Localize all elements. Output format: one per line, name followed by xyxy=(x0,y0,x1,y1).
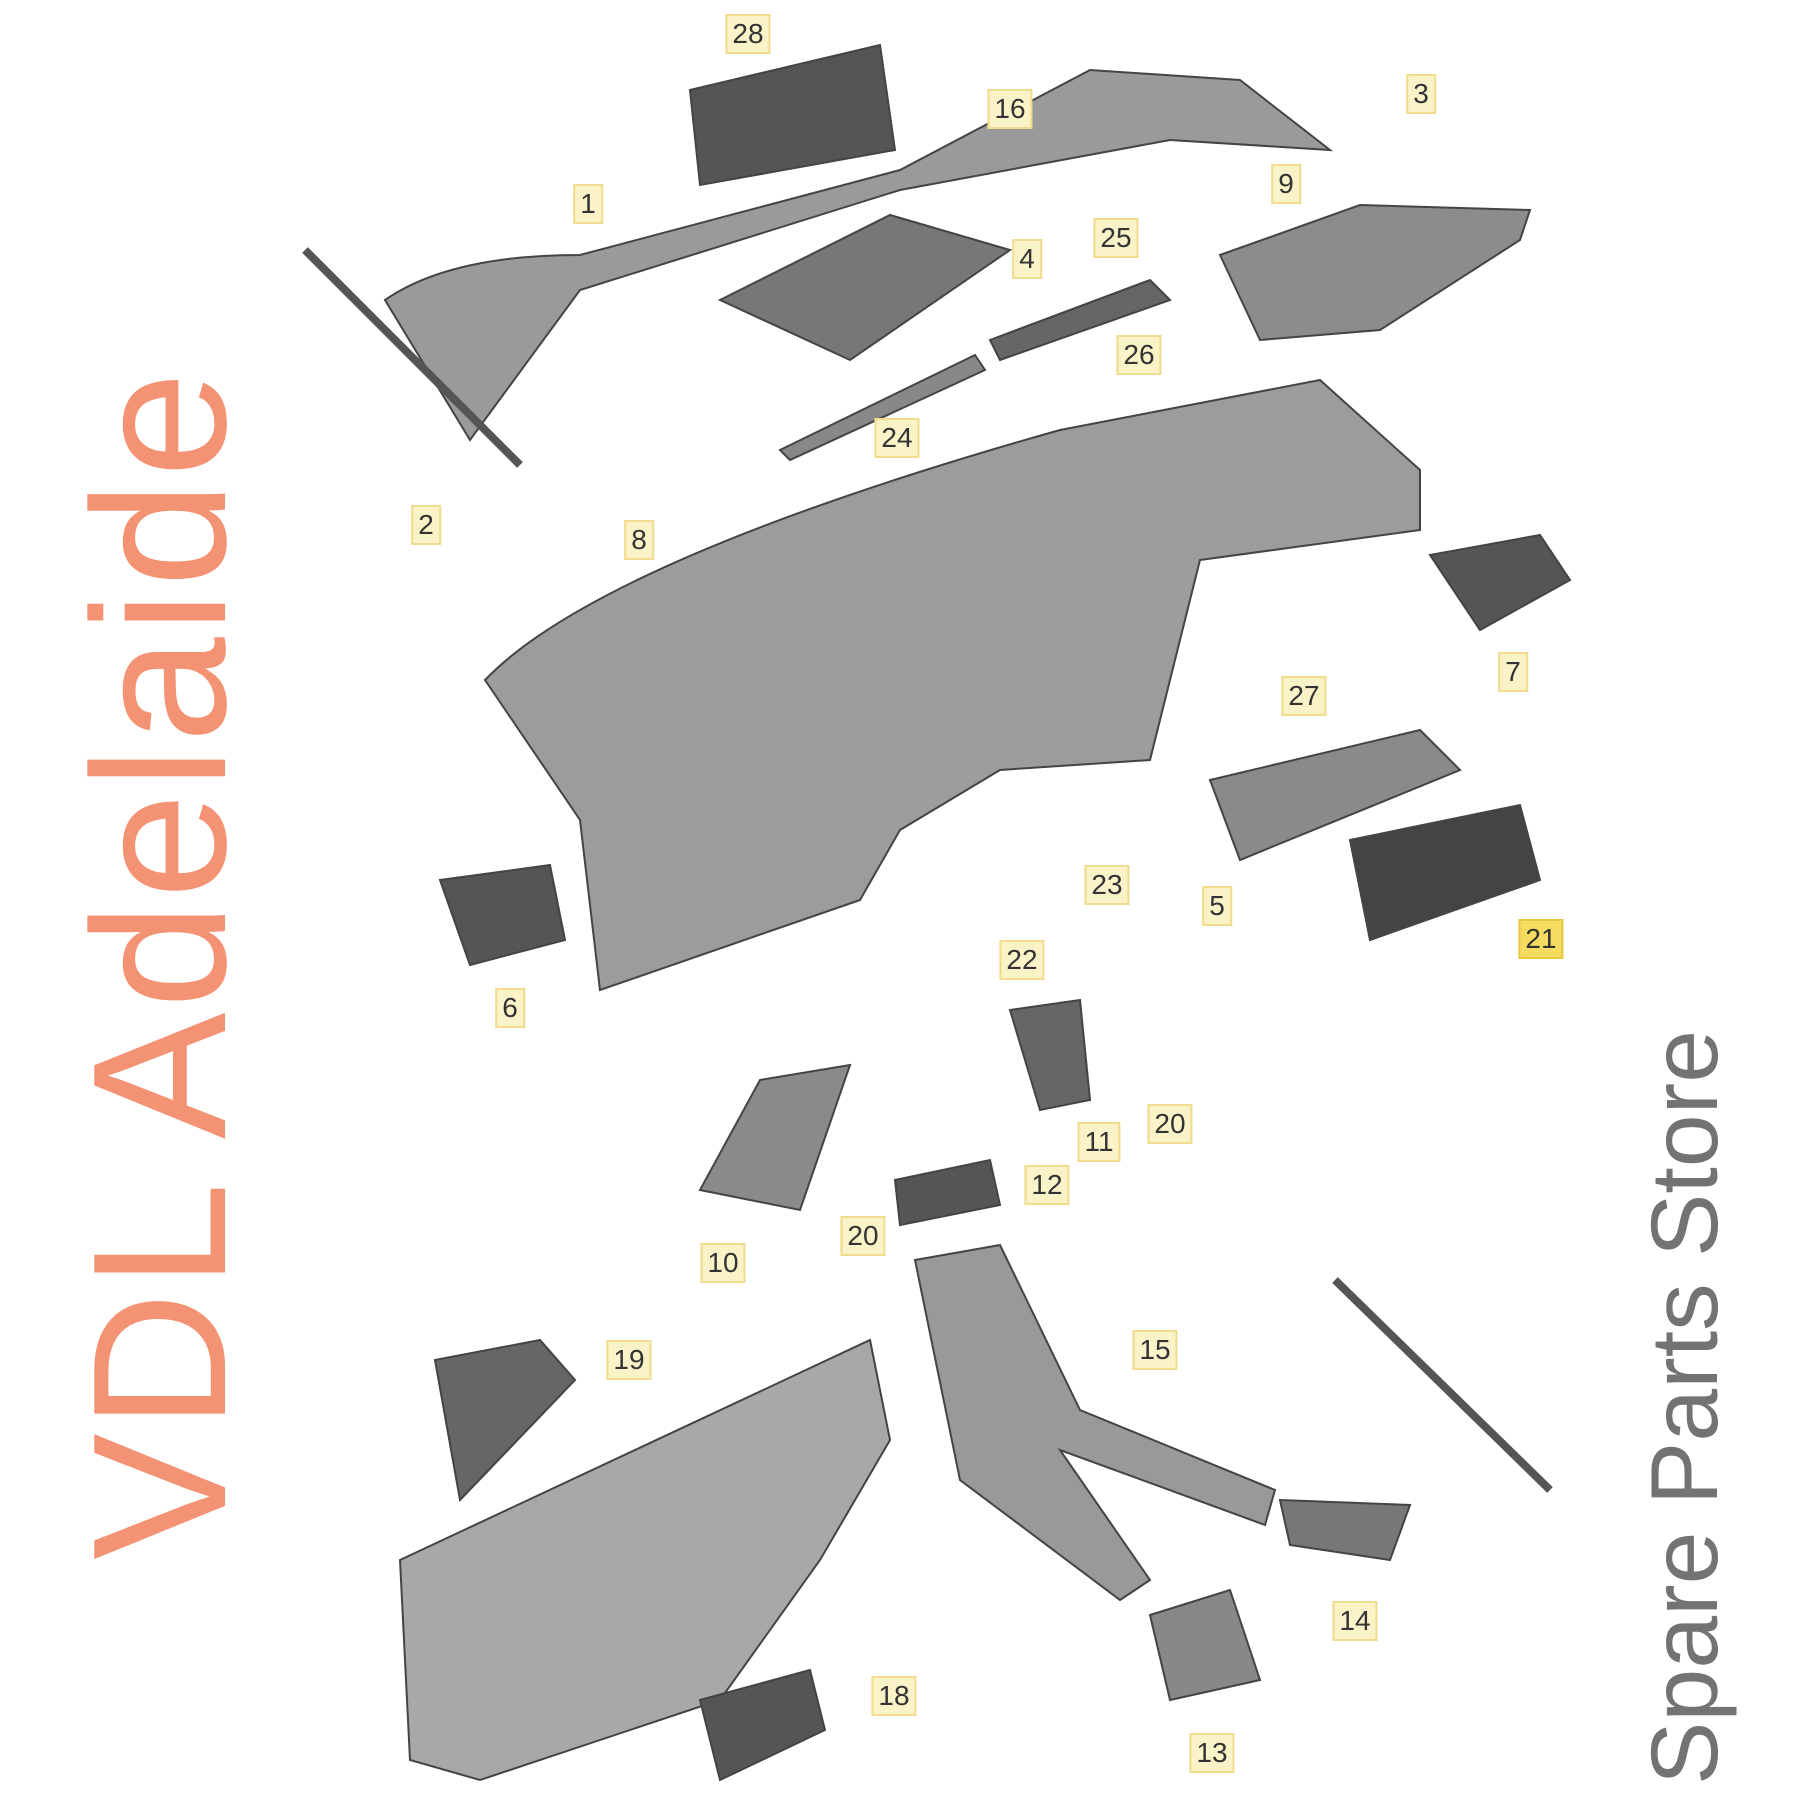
part-10-duct xyxy=(698,1063,852,1212)
callout-label-11: 11 xyxy=(1077,1122,1121,1162)
part-5-vent-housing xyxy=(1208,728,1462,862)
callout-label-22: 22 xyxy=(999,940,1045,980)
watermark-line xyxy=(1332,1277,1553,1493)
callout-label-27: 27 xyxy=(1281,676,1327,716)
callout-label-20: 20 xyxy=(1147,1104,1193,1144)
callout-label-24: 24 xyxy=(874,418,920,458)
part-15-duct xyxy=(913,1243,1277,1602)
part-24-trim-strip xyxy=(778,353,987,462)
callout-label-15: 15 xyxy=(1132,1330,1178,1370)
callout-label-7: 7 xyxy=(1498,652,1528,692)
callout-label-12: 12 xyxy=(1024,1165,1070,1205)
callout-label-23: 23 xyxy=(1084,865,1130,905)
callout-label-21: 21 xyxy=(1518,919,1564,959)
part-25-hose xyxy=(988,278,1172,362)
callout-label-3: 3 xyxy=(1406,74,1436,114)
callout-label-18: 18 xyxy=(871,1676,917,1716)
watermark-tagline: Spare Parts Store xyxy=(1632,1029,1738,1785)
part-11-duct xyxy=(1008,998,1092,1112)
callout-label-4: 4 xyxy=(1012,239,1042,279)
callout-label-20: 20 xyxy=(840,1216,886,1256)
callout-label-14: 14 xyxy=(1332,1601,1378,1641)
callout-label-1: 1 xyxy=(573,184,603,224)
callout-label-6: 6 xyxy=(495,988,525,1028)
watermark-line xyxy=(302,247,523,468)
part-4-vent-duct xyxy=(717,213,1013,362)
part-13-vent xyxy=(1148,1588,1262,1702)
callout-label-25: 25 xyxy=(1093,218,1139,258)
part-7-vent xyxy=(1428,533,1572,632)
crossmember xyxy=(398,1338,892,1782)
part-21-vent xyxy=(1348,803,1542,942)
part-28-defroster-grille xyxy=(688,43,897,187)
callout-label-9: 9 xyxy=(1271,164,1301,204)
part-6-vent xyxy=(438,863,567,967)
part-18-vent xyxy=(698,1668,827,1782)
callout-label-2: 2 xyxy=(411,505,441,545)
part-12-vent xyxy=(893,1158,1002,1227)
part-1-windscreen-trim xyxy=(383,68,1334,442)
part-9-airbag xyxy=(1218,203,1532,342)
callout-label-28: 28 xyxy=(725,14,771,54)
part-19-bracket xyxy=(433,1338,577,1503)
callout-label-8: 8 xyxy=(624,520,654,560)
callout-label-19: 19 xyxy=(606,1340,652,1380)
callout-label-5: 5 xyxy=(1202,886,1232,926)
watermark-brand: VDL Adelaide xyxy=(54,367,266,1560)
part-14-vent xyxy=(1278,1498,1412,1562)
callout-label-10: 10 xyxy=(700,1243,746,1283)
dashboard xyxy=(483,378,1421,992)
callout-label-13: 13 xyxy=(1189,1733,1235,1773)
callout-label-26: 26 xyxy=(1116,335,1162,375)
callout-label-16: 16 xyxy=(987,89,1033,129)
